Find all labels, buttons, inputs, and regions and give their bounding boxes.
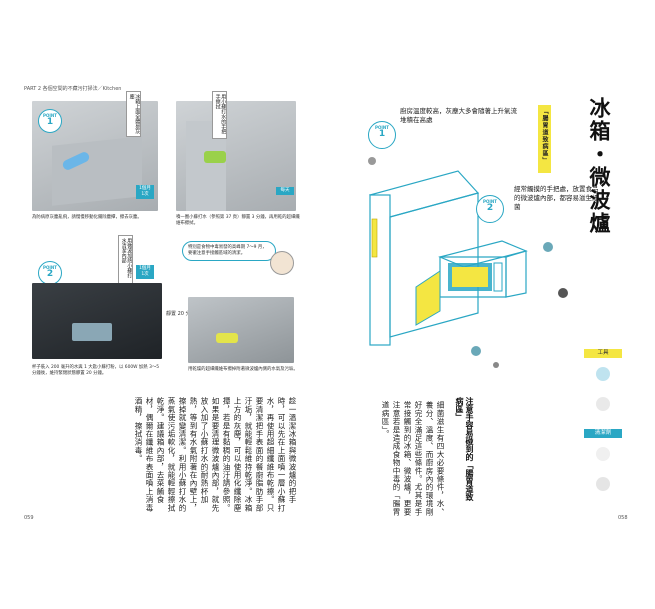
tools-label: 工具 [584,349,622,358]
left-page: PART 2 各個空間的不藏污打掃法／Kitchen POINT 1 冰箱上面全… [18,75,329,535]
sponge-shape [216,333,238,343]
fridge-shape [52,136,142,206]
point1-text: 廚房溫度較高，灰塵大多會隨著上升氣流堆積在高處 [400,107,517,124]
fridge-drawing [368,170,480,346]
doctor-avatar [270,251,294,275]
bug-icons [368,157,568,368]
rest-label: 靜置 20 分鐘 [166,311,196,317]
point-badge-1: POINT 1 [368,121,396,149]
page-number-right: 058 [618,515,628,521]
cup-shape [72,323,112,341]
frequency-tag: 1個月1次 [136,185,154,199]
caption-step1-a: 為防病原灰塵亂飛，請慢慢移動化纖除塵撢，擦去灰塵。 [32,215,142,220]
photo-microwave-cup [32,283,162,359]
caption-step2-a: 杯子裝入 200 毫升的水與 1 大匙小蘇打粉，以 600W 加熱 3～5 分鐘… [32,365,160,377]
callout-microwave: 用微波加熱小蘇打水清潔內部 [118,235,134,285]
point2-text: 經常觸摸的手把處，放置食品的微波爐內部，都容易滋生細菌 [514,185,599,211]
page-number-left: 059 [24,515,34,521]
cloth-shape [204,151,226,163]
body-text-left: 趁一溫潔冰箱與微波爐的把手時，可以先在上面噴一層小蘇打水，再使用超細纖維布乾擦。… [134,397,297,512]
baking-soda-icon [596,447,610,461]
photo-microwave-wipe [188,297,294,363]
illustration-fridge-microwave [368,157,568,368]
tip-bubble: 特別是食物中毒易發的高峰期 7～9 月，要徹注意手接觸區域的清潔。 [182,241,276,261]
book-spread: PART 2 各個空間的不藏污打掃法／Kitchen POINT 1 冰箱上面全… [0,75,655,535]
frequency-tag: 每天 [276,187,294,195]
page-title: 冰箱・微波爐 [587,97,611,235]
body-text-right: 細菌滋生有四大必要條件，水、養分、溫度、而廚房內的環境剛好完全滿足這些條件。尤其… [381,401,445,516]
zone-label: 「腸胃道致病區」 [538,105,551,173]
microwave-drawing [415,240,528,326]
cleaner-label: 清潔劑 [584,429,622,438]
callout-fridge-handle: 用小蘇打水的手把手擦拭 [212,91,228,139]
page-header: PART 2 各個空間的不藏污打掃法／Kitchen [24,86,122,92]
duster-icon [596,397,610,411]
frequency-tag: 1個月1次 [136,265,154,279]
caption-step2-b: 用乾燥的超細纖維布擦掉附著微波爐內側的水氣及污垢。 [188,367,298,372]
callout-fridge-top: 冰箱上面全體是灰塵 [126,91,142,137]
point-badge-2: POINT 2 [38,261,62,285]
microfiber-cloth-icon [596,367,610,381]
point-badge-1: POINT 1 [38,109,62,133]
point-badge-2: POINT 2 [476,195,504,223]
right-page: POINT 1 廚房溫度較高，灰塵大多會隨著上升氣流堆積在高處 POINT 2 … [328,75,637,535]
spray-bottle-icon [596,477,610,491]
pull-quote: 注意手容易碰到的「腸胃道致病區」 [455,397,474,501]
caption-step1-b: 噴一圈小蘇打水（參照第 37 頁）靜置 3 分鐘，再用乾的超細纖維布擦拭。 [176,215,300,227]
